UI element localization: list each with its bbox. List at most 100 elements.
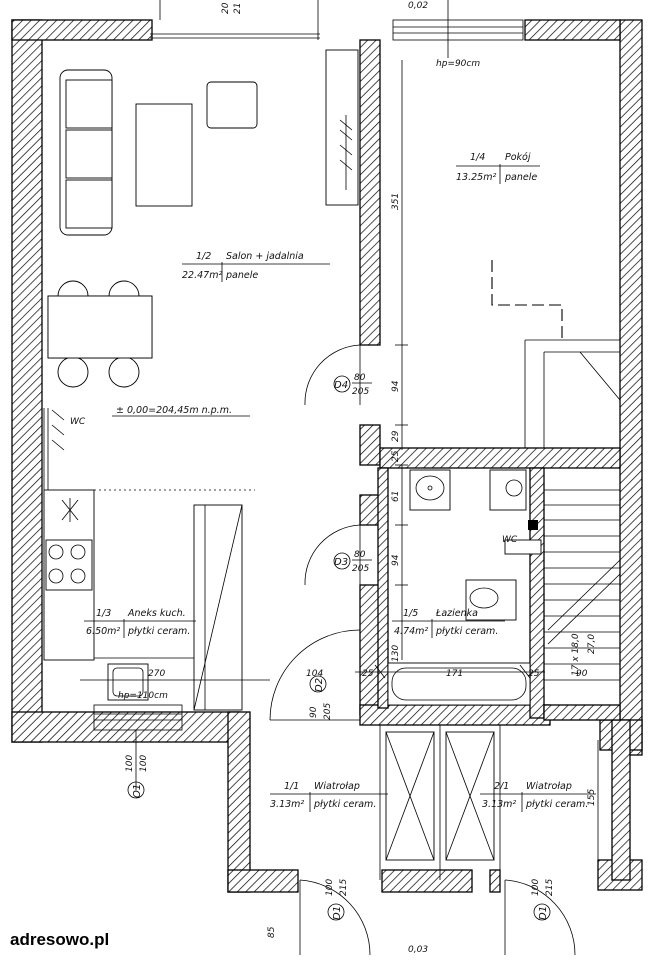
d1a-height: 215 (339, 879, 349, 896)
top-window (150, 0, 524, 58)
wiatrolap1-name: Wiatrołap (314, 781, 360, 792)
dim-21: 21 (233, 3, 243, 14)
d3-width: 80 (354, 550, 366, 560)
door-tag-d4: D4 80 205 (333, 373, 372, 397)
stairs-sub-label: 27,0 (587, 634, 597, 654)
dim-130: 130 (391, 645, 401, 662)
d3-tag: D3 (334, 557, 348, 568)
d2-tag: D2 (314, 678, 325, 692)
d1b-height: 215 (545, 879, 555, 896)
brand-logo: adresowo.pl (10, 930, 109, 949)
d4-width: 80 (354, 373, 366, 383)
dim-85: 85 (267, 926, 277, 938)
room-label-pokoj: 1/4 Pokój 13.25m² panele (456, 152, 540, 184)
level-annotation: ± 0,00=204,45m n.p.m. (116, 405, 232, 416)
dim-351: 351 (391, 193, 401, 210)
sofa (59, 69, 113, 236)
d1b-width: 100 (531, 879, 541, 896)
salon-area: 22.47m² (182, 270, 222, 281)
window-tag-o1: O1 100 100 (125, 755, 149, 799)
d4-tag: D4 (334, 380, 348, 391)
aneks-area: 6.50m² (86, 626, 120, 637)
door-tag-d3: D3 80 205 (333, 550, 372, 574)
d1a-width: 100 (325, 879, 335, 896)
bathroom-fixtures (387, 469, 542, 706)
dim-20: 20 (221, 2, 231, 14)
wiatrolap1-area: 3.13m² (270, 799, 304, 810)
room-label-wiatrolap-1: 1/1 Wiatrołap 3.13m² płytki ceram. (270, 781, 388, 812)
dim-94-a: 94 (391, 380, 401, 392)
dim-104: 104 (306, 669, 323, 679)
dim-94-b: 94 (391, 554, 401, 566)
room-label-aneks: 1/3 Aneks kuch. 6.50m² płytki ceram. (84, 608, 196, 638)
room-label-salon: 1/2 Salon + jadalnia 22.47m² panele (182, 251, 330, 282)
room-label-lazienka: 1/5 Łazienka 4.74m² płytki ceram. (392, 608, 505, 638)
wc-label-kitchen: WC (70, 417, 86, 427)
coffee-table (135, 103, 193, 207)
aneks-name: Aneks kuch. (127, 608, 186, 619)
kitchen-window (93, 704, 183, 790)
o1-height: 100 (139, 755, 149, 772)
door-swings (269, 344, 576, 956)
wiatrolap1-floor: płytki ceram. (313, 799, 376, 810)
wc-label-bathroom: WC (502, 535, 518, 545)
dim-29: 29 (391, 430, 401, 442)
dim-90: 90 (576, 669, 588, 679)
dim-155: 155 (587, 789, 597, 806)
kitchen-counter (43, 408, 255, 711)
top-level-mark: 0,02 (408, 1, 428, 11)
dim-61: 61 (391, 491, 401, 502)
lazienka-number: 1/5 (403, 608, 418, 619)
pokoj-number: 1/4 (470, 152, 485, 163)
salon-floor: panele (225, 270, 258, 281)
dimension-lines (80, 60, 599, 860)
salon-number: 1/2 (196, 251, 211, 262)
o1-tag: O1 (132, 784, 143, 798)
wiatrolap2-name: Wiatrołap (526, 781, 572, 792)
wiatrolap2-area: 3.13m² (482, 799, 516, 810)
door-tag-d1-right: D1 100 215 (531, 879, 555, 921)
brand-backdrop (0, 922, 128, 960)
pokoj-features (491, 260, 621, 448)
dim-270: 270 (148, 669, 165, 679)
dim-25-a: 25 (391, 450, 401, 462)
pokoj-name: Pokój (505, 152, 531, 163)
dim-171: 171 (446, 669, 463, 679)
salon-name: Salon + jadalnia (226, 251, 304, 262)
inner-walls (359, 39, 621, 726)
dimension-numbers: 351 94 29 25 61 94 130 104 25 171 25 90 … (148, 2, 597, 938)
wiatrolap2-number: 2/1 (494, 781, 509, 792)
wiatrolap2-floor: płytki ceram. (525, 799, 588, 810)
d1a-tag: D1 (332, 906, 343, 920)
aneks-number: 1/3 (96, 608, 111, 619)
d2-width: 90 (309, 706, 319, 718)
room-label-wiatrolap-2: 2/1 Wiatrołap 3.13m² płytki ceram. (480, 781, 596, 812)
door-tag-d1-left: D1 100 215 (325, 879, 349, 921)
d2-height: 205 (323, 703, 333, 720)
stairs-label: 17 x 18,0 (571, 633, 581, 676)
outer-walls (11, 19, 643, 893)
vestibule-closets (379, 725, 501, 880)
wiatrolap1-number: 1/1 (284, 781, 299, 792)
pokoj-area: 13.25m² (456, 172, 496, 183)
dim-25-c: 25 (528, 669, 540, 679)
door-tag-d2: D2 90 205 (309, 675, 333, 720)
lazienka-area: 4.74m² (394, 626, 428, 637)
aneks-floor: płytki ceram. (127, 626, 190, 637)
bottom-level-mark: 0,03 (408, 945, 428, 955)
lazienka-name: Łazienka (435, 608, 478, 619)
d4-height: 205 (352, 387, 369, 397)
armchair (206, 81, 258, 129)
dining-table (47, 280, 153, 388)
dim-25-b: 25 (362, 669, 374, 679)
pokoj-floor: panele (504, 172, 537, 183)
d1b-tag: D1 (538, 906, 549, 920)
d3-height: 205 (352, 564, 369, 574)
top-window-height: hp=90cm (436, 59, 480, 69)
kitchen-window-height: hp=110cm (118, 691, 168, 701)
lazienka-floor: płytki ceram. (435, 626, 498, 637)
tv-cabinet (325, 49, 359, 206)
o1-width: 100 (125, 755, 135, 772)
stairs (543, 467, 621, 706)
